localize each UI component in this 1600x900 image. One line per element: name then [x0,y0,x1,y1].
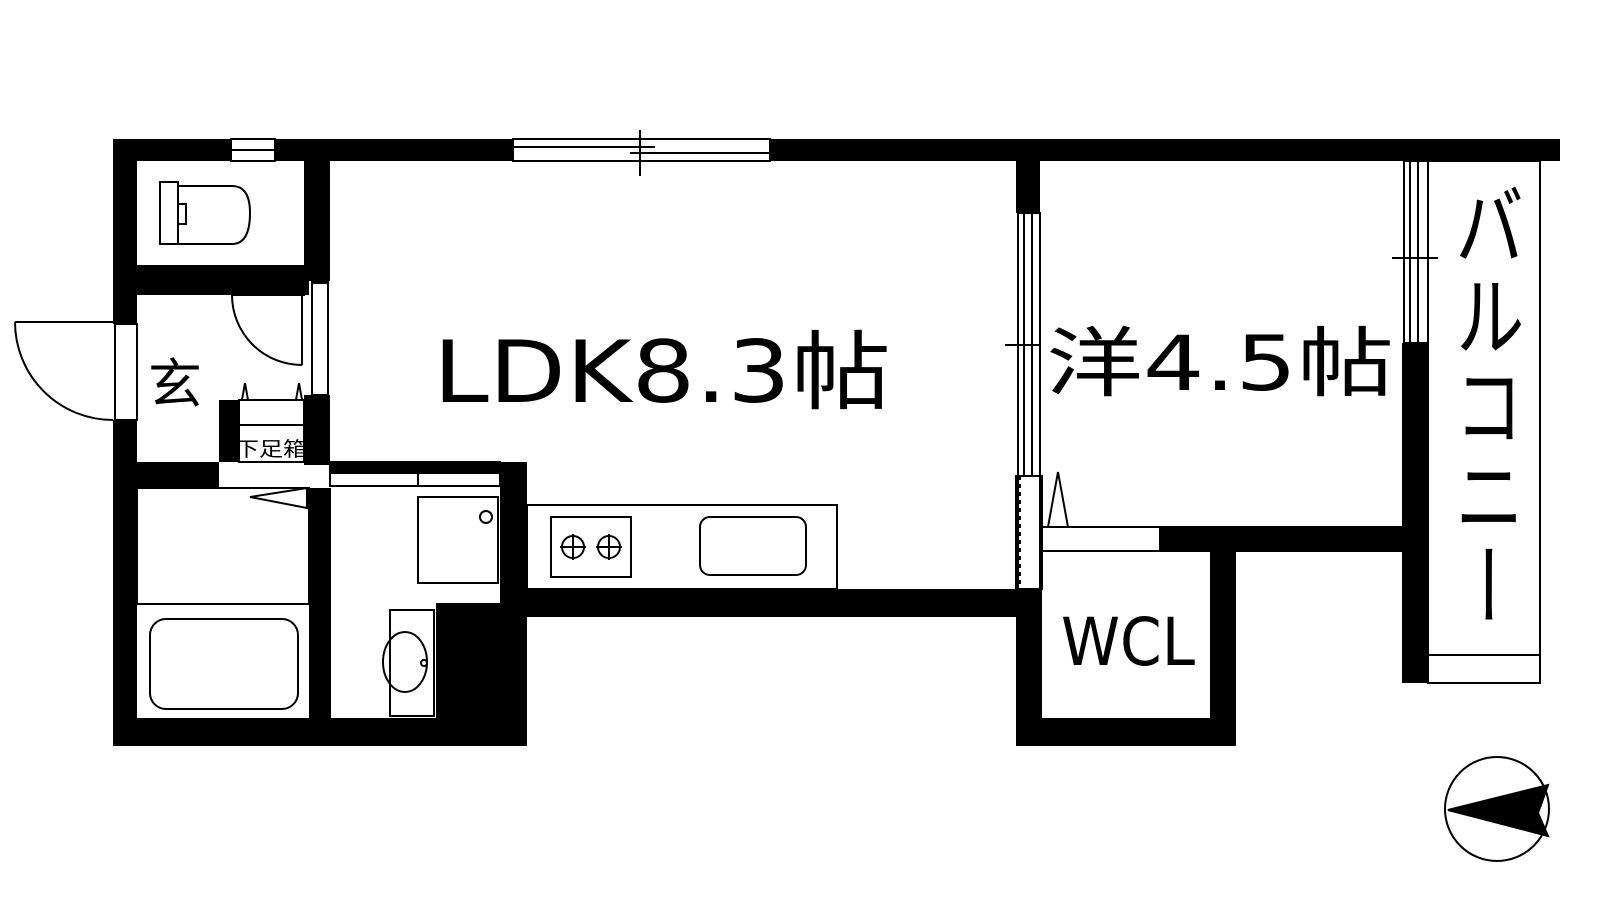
door-swing-icon [14,269,1070,528]
room-label-entrance: 玄 [148,353,202,416]
sink-icon [699,516,807,576]
sliding-door-frame [136,169,1043,605]
toilet-icon [159,181,252,245]
compass-icon [1444,756,1550,862]
interior-walls [137,161,500,721]
outer-walls [113,139,1560,746]
window-top-wc [230,138,276,162]
western-shelf [1041,526,1161,552]
window-ldk-western [1005,212,1041,590]
window-top-ldk [512,130,771,176]
room-label-balcony: バルコニー [1443,180,1525,630]
window-balcony [1392,160,1438,344]
gas-stove-icon [550,516,632,578]
kitchen-counter [526,504,838,590]
room-label-closet: WCL [1061,604,1195,681]
room-label-shoe-box: 下足箱 [235,437,307,461]
room-label-western: 洋4.5帖 [1046,319,1394,408]
room-label-ldk: LDK8.3帖 [433,323,891,423]
shoe-box [238,382,305,463]
balcony [1427,160,1541,684]
sliding-door [317,176,1021,585]
washer [417,496,499,584]
bathtub-icon [149,618,299,710]
washbasin-icon [382,609,435,717]
